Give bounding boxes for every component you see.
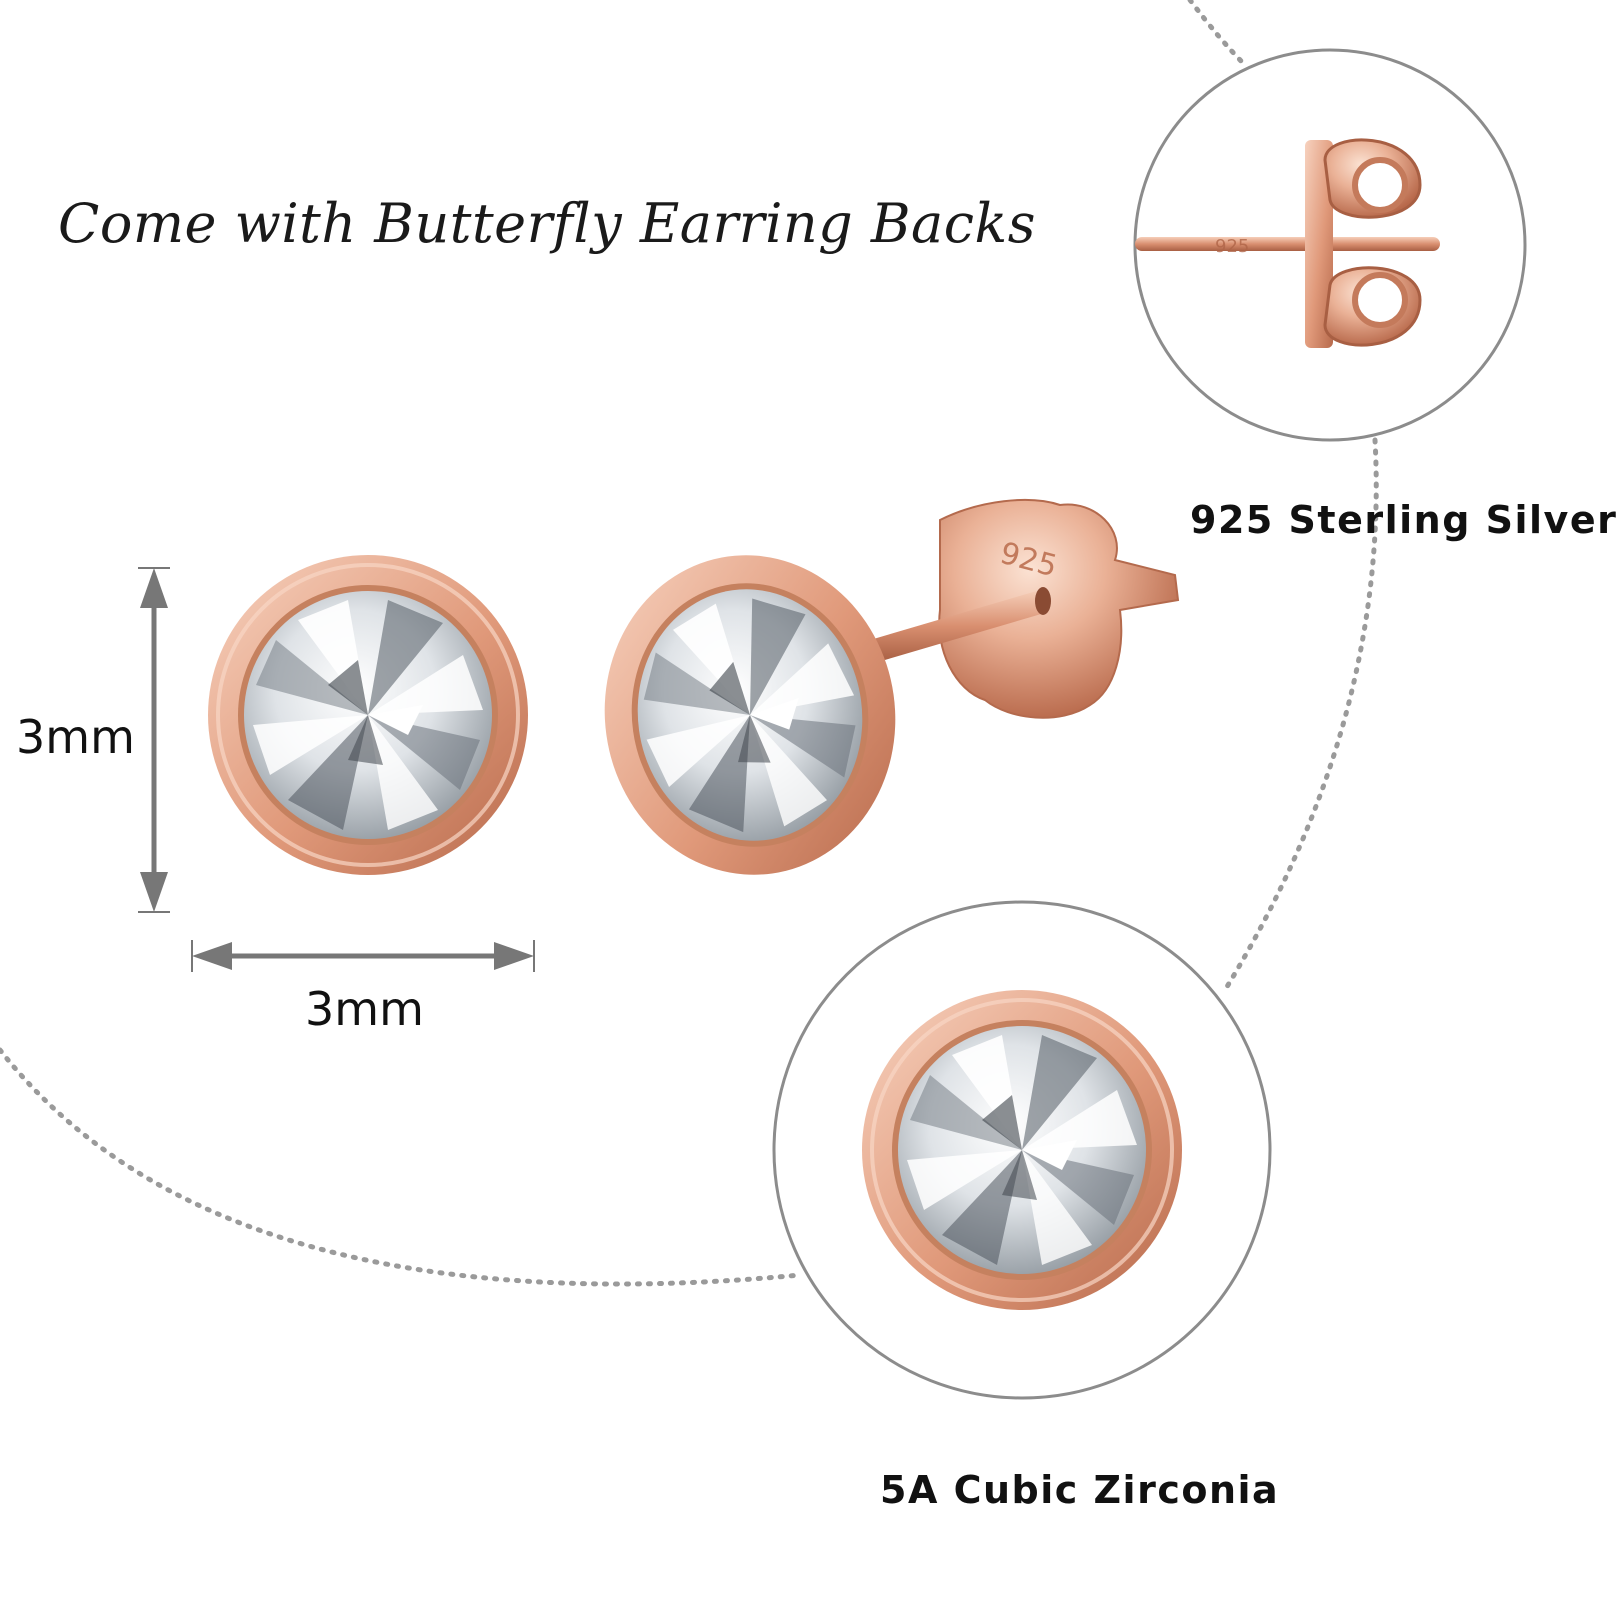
width-dimension-label: 3mm — [305, 982, 424, 1036]
height-dimension-label: 3mm — [16, 710, 135, 764]
stone-callout: 5A Cubic Zirconia — [880, 1468, 1280, 1512]
headline: Come with Butterfly Earring Backs — [58, 192, 1036, 255]
earring-side-with-back: 925 — [604, 499, 1180, 875]
earring-front — [208, 555, 528, 875]
stamp-text-closeup: 925 — [1215, 236, 1249, 257]
dotted-arc-right — [1222, 437, 1379, 993]
dimension-arrow-horizontal — [191, 940, 535, 972]
dimension-arrow-vertical — [138, 567, 170, 913]
dotted-arc-top — [1187, 0, 1248, 68]
stone-closeup — [862, 990, 1182, 1310]
material-callout: 925 Sterling Silver — [1190, 498, 1617, 542]
butterfly-back-closeup: 925 — [1135, 138, 1440, 348]
dotted-arc-bottom — [0, 1047, 803, 1287]
